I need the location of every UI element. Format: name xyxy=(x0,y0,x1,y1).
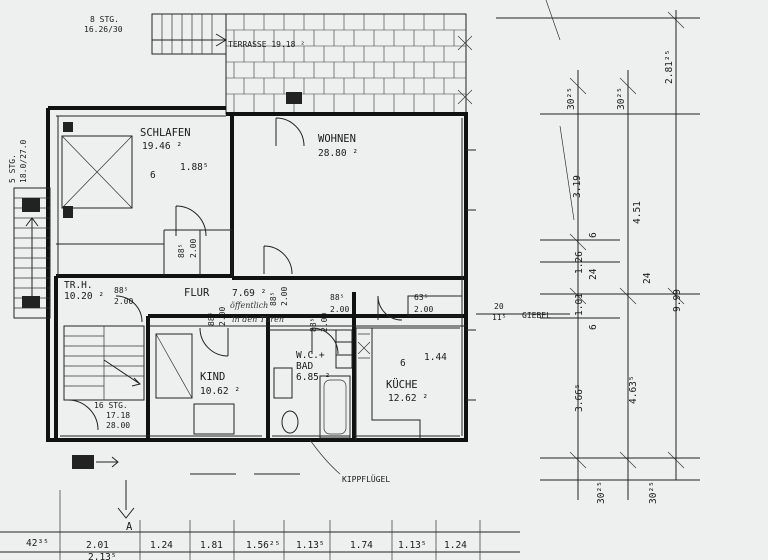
wall-inner-lines xyxy=(56,115,466,437)
right-dim-4: 3.19 xyxy=(572,175,583,198)
opening-2-top: 88⁵ xyxy=(114,286,128,295)
room-schlafen-six: 6 xyxy=(150,170,156,181)
opening-7-bottom: 2.00 xyxy=(330,305,349,314)
giebel-dim-top: 20 xyxy=(494,302,504,311)
kippfluegel-leader xyxy=(309,439,341,475)
opening-5-bottom: 2.00 xyxy=(320,313,329,332)
opening-6-top: 63⁵ xyxy=(414,293,428,302)
stair-note-left-line2: 18.0/27.0 xyxy=(19,139,28,183)
flur-note-2: in den Türen xyxy=(232,315,284,324)
right-dim-3: 2.81²⁵ xyxy=(664,50,675,84)
room-kueche-dim: 1.44 xyxy=(424,352,447,363)
opening-3-top: 88⁵ xyxy=(207,312,216,326)
stair-note-bottom-line3: 28.00 xyxy=(106,421,130,430)
right-dim-16: 30²⁵ xyxy=(648,481,659,504)
room-kind-area: 10.62 ² xyxy=(200,386,240,397)
opening-1-top: 88⁵ xyxy=(177,244,186,258)
right-dim-11: 6 xyxy=(588,324,599,330)
bottom-dimension-lines xyxy=(0,490,520,560)
room-kueche-area: 12.62 ² xyxy=(388,393,428,404)
terrace-drain xyxy=(286,92,302,104)
room-kueche-name: KÜCHE xyxy=(386,378,418,391)
room-kueche-six: 6 xyxy=(400,358,406,369)
right-dim-10: 1.01 xyxy=(574,293,585,316)
stair-note-bottom-line2: 17.18 xyxy=(106,411,130,420)
right-dim-14: 4.63⁵ xyxy=(628,375,639,404)
right-dim-1: 30²⁵ xyxy=(566,87,577,110)
opening-7-top: 88⁵ xyxy=(330,293,344,302)
stair-note-bottom-line1: 16 STG. xyxy=(94,401,128,410)
outer-walls xyxy=(46,106,468,442)
bottom-left-dim: 42³⁵ xyxy=(26,538,49,549)
stair-note-top-line2: 16.26/30 xyxy=(84,25,123,34)
giebel-label: GIEBEL xyxy=(522,311,551,320)
flur-note-1: öffentlich xyxy=(230,301,268,310)
bottom-dim-label: 1.56²⁵ xyxy=(246,540,280,551)
right-dim-9: 24 xyxy=(642,272,653,284)
section-line xyxy=(117,480,135,519)
opening-dims: 88⁵ 2.00 88⁵ 2.00 88⁵ 2.00 88⁵ 2.00 88⁵ … xyxy=(114,239,433,332)
right-dim-5: 6 xyxy=(588,232,599,238)
room-treppenhaus-name: TR.H. xyxy=(64,280,93,291)
right-dim-13: 3.66⁵ xyxy=(574,383,585,412)
right-dim-2: 30²⁵ xyxy=(616,87,627,110)
kippfluegel-note: KIPPFLÜGEL xyxy=(342,474,390,484)
kitchen-counter xyxy=(355,328,421,440)
bottom-dim-label: 1.13⁵ xyxy=(398,540,427,551)
right-dim-15: 30²⁵ xyxy=(596,481,607,504)
room-schlafen-area: 19.46 ² xyxy=(142,141,182,152)
bottom-dim-label: 2.13⁵ xyxy=(88,552,117,560)
bottom-dim-label: 1.13⁵ xyxy=(296,540,325,551)
room-schlafen-name: SCHLAFEN xyxy=(140,127,191,139)
opening-4-top: 88⁵ xyxy=(269,292,278,306)
opening-3-bottom: 2.00 xyxy=(218,307,227,326)
stair-note-left-line1: 5 STG. xyxy=(8,154,17,183)
room-bad-name-2: BAD xyxy=(296,361,313,372)
opening-6-bottom: 2.00 xyxy=(414,305,433,314)
bottom-dim-label: 1.24 xyxy=(444,540,467,551)
stair-note-top-line1: 8 STG. xyxy=(90,15,119,24)
terrace-steps xyxy=(151,13,227,55)
windows xyxy=(190,149,476,475)
opening-1-bottom: 2.00 xyxy=(189,239,198,258)
right-dim-6: 4.51 xyxy=(632,201,643,224)
room-wohnen-area: 28.80 ² xyxy=(318,148,358,159)
bath-fixtures xyxy=(273,329,353,439)
opening-2-bottom: 2.00 xyxy=(114,297,133,306)
stairwell xyxy=(13,187,145,469)
terrace-label: TERRASSE 19.18 ² xyxy=(228,40,305,49)
kind-furniture xyxy=(155,333,235,435)
room-treppenhaus-area: 10.20 ² xyxy=(64,291,104,302)
right-dim-8: 24 xyxy=(588,268,599,280)
room-flur-area: 7.69 ² xyxy=(232,288,266,299)
opening-4-bottom: 2.00 xyxy=(280,287,289,306)
room-bad-area: 6.85 ² xyxy=(296,372,330,383)
bottom-dim-label: 1.74 xyxy=(350,540,373,551)
bottom-dims-row-1: 2.01 1.24 1.81 1.56²⁵ 1.13⁵ 1.74 1.13⁵ 1.24 xyxy=(86,540,467,551)
right-dim-7: 1.26 xyxy=(574,251,585,274)
room-kind-name: KIND xyxy=(200,371,225,383)
section-marker: A xyxy=(126,521,133,533)
room-flur-name: FLUR xyxy=(184,287,210,299)
giebel-dim-bottom: 11⁵ xyxy=(492,313,506,322)
room-schlafen-dim: 1.88⁵ xyxy=(180,162,209,173)
bottom-dim-label: 1.24 xyxy=(150,540,173,551)
room-bad-name-1: W.C.+ xyxy=(296,350,325,361)
bottom-dim-label: 2.01 xyxy=(86,540,109,551)
opening-5-top: 88⁵ xyxy=(309,318,318,332)
wardrobe xyxy=(61,122,133,218)
bottom-dim-label: 1.81 xyxy=(200,540,223,551)
right-dim-12: 9.99 xyxy=(672,289,683,312)
room-wohnen-name: WOHNEN xyxy=(318,133,356,145)
right-dimension-lines xyxy=(496,0,700,500)
bottom-dims-row-2: 2.13⁵ xyxy=(88,552,117,560)
